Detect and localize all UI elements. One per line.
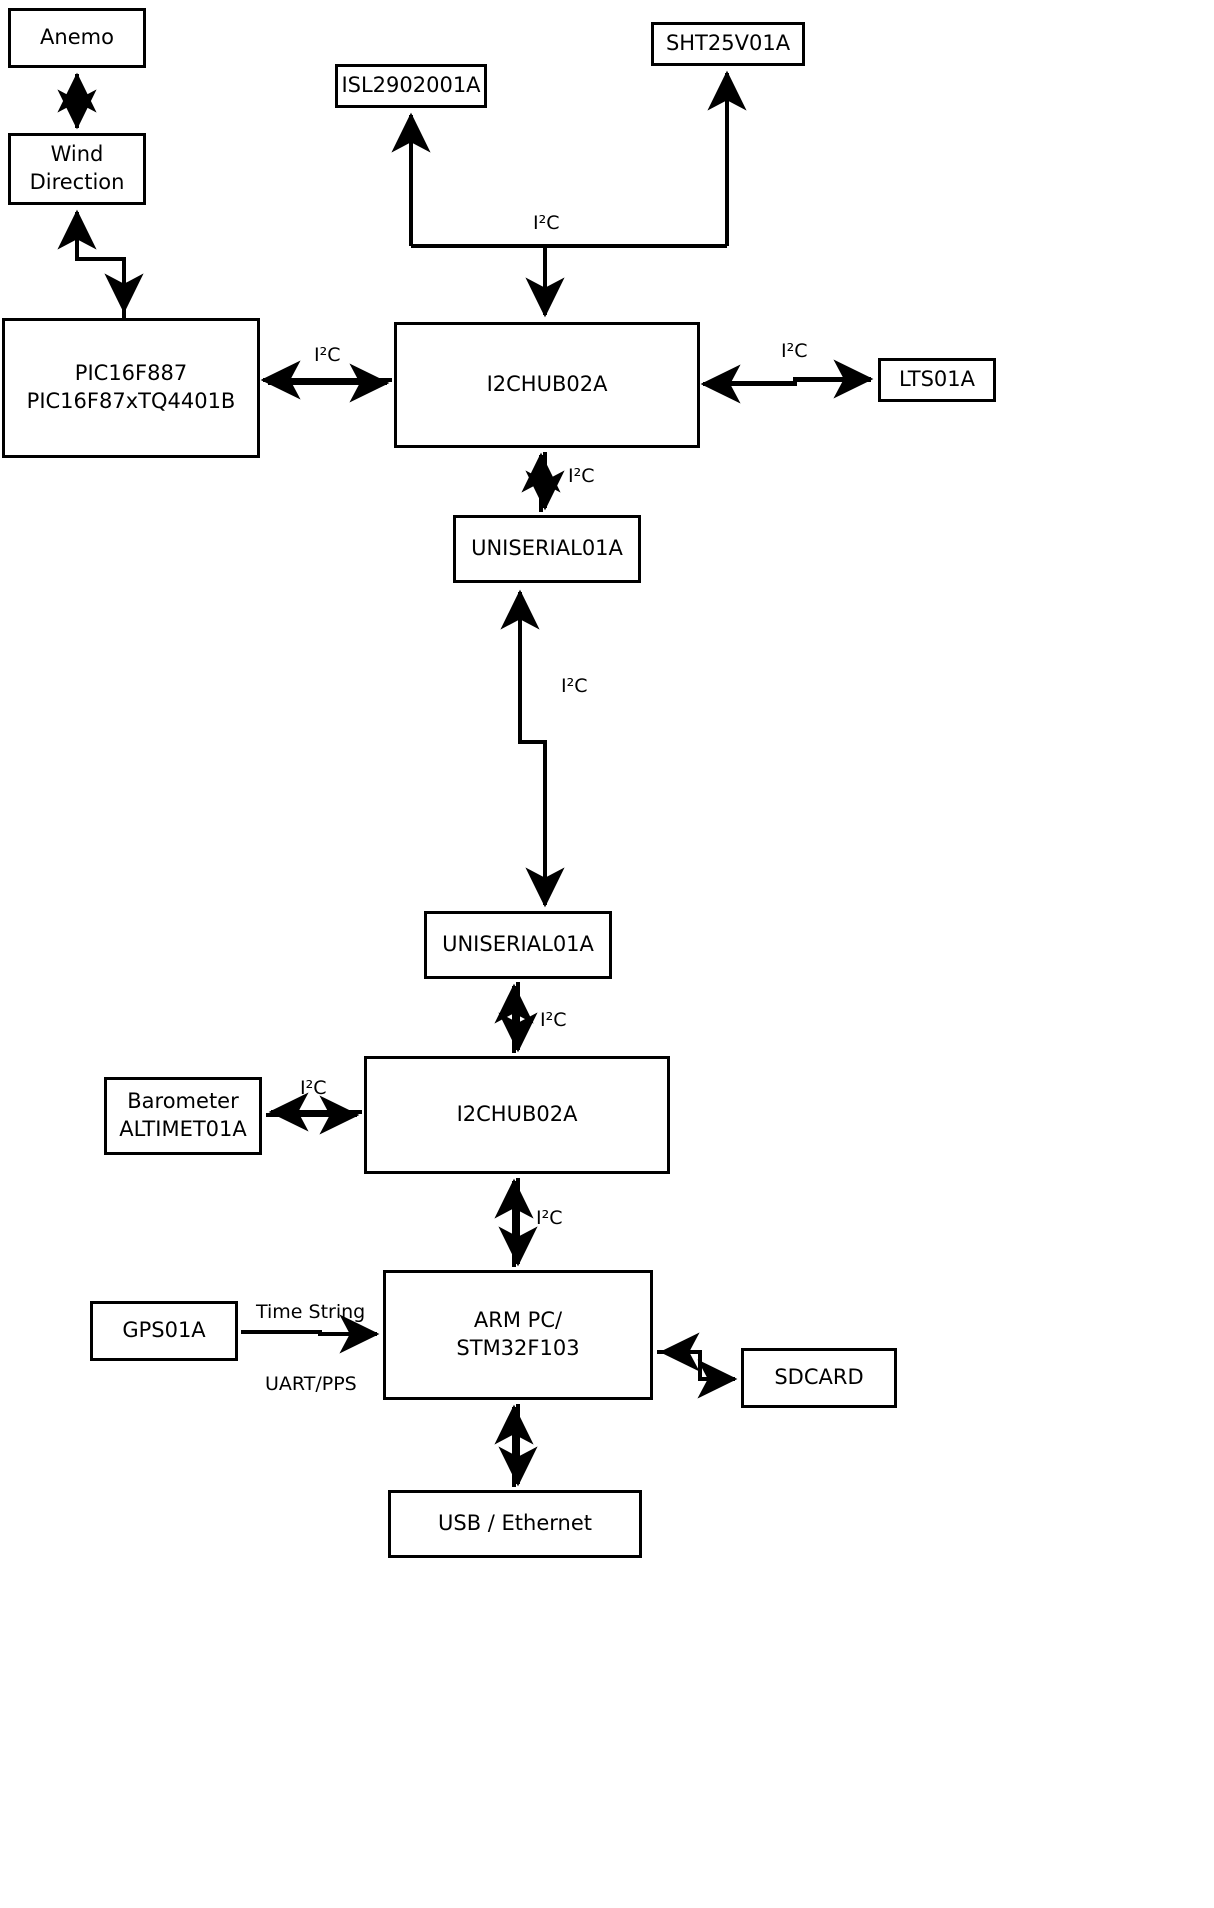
node-label: I2CHUB02A	[486, 372, 608, 397]
node-sdcard[interactable]: SDCARD	[741, 1348, 897, 1408]
node-label: USB / Ethernet	[438, 1511, 592, 1536]
edge-label-i2c-hub-lts: I²C	[781, 340, 808, 362]
node-wind-direction[interactable]: Wind Direction	[8, 133, 146, 205]
node-usb-ethernet[interactable]: USB / Ethernet	[388, 1490, 642, 1558]
node-label: GPS01A	[122, 1318, 206, 1343]
edge-label-text: I²C	[314, 344, 341, 366]
node-pic-microcontroller[interactable]: PIC16F887 PIC16F87xTQ4401B	[2, 318, 260, 458]
edge-label-text: Time String	[256, 1301, 366, 1323]
node-label: PIC16F887 PIC16F87xTQ4401B	[26, 361, 236, 413]
edge-label-time-string: Time String	[256, 1301, 365, 1323]
node-label: I2CHUB02A	[456, 1102, 578, 1127]
edge-label-text: UART/PPS	[265, 1373, 357, 1395]
wire-pic-to-winddir	[57, 209, 126, 318]
node-label: LTS01A	[898, 367, 976, 392]
edge-label-text: I²C	[533, 212, 560, 234]
node-anemo[interactable]: Anemo	[8, 8, 146, 68]
node-i2chub02a-top[interactable]: I2CHUB02A	[394, 322, 700, 448]
node-uniserial01a-top[interactable]: UNISERIAL01A	[453, 515, 641, 583]
edge-label-text: I²C	[300, 1077, 327, 1099]
edge-label-text: I²C	[568, 465, 595, 487]
edge-label-text: I²C	[781, 340, 808, 362]
node-barometer-altimet01a[interactable]: Barometer ALTIMET01A	[104, 1077, 262, 1155]
node-label: SHT25V01A	[665, 31, 791, 56]
wire-lts-to-hubtop	[700, 364, 871, 404]
node-label: ARM PC/ STM32F103	[456, 1308, 580, 1360]
wire-sdcard-to-armpc	[659, 1332, 735, 1381]
edge-label-i2c-baro-hub2: I²C	[300, 1077, 327, 1099]
wire-hubtop-to-lts	[707, 359, 874, 399]
node-gps01a[interactable]: GPS01A	[90, 1301, 238, 1361]
node-arm-pc-stm32f103[interactable]: ARM PC/ STM32F103	[383, 1270, 653, 1400]
edge-label-i2c-top-bus: I²C	[533, 212, 560, 234]
edge-label-i2c-hub2-armpc: I²C	[536, 1207, 563, 1229]
node-sht25v01a[interactable]: SHT25V01A	[651, 22, 805, 66]
node-label: Barometer ALTIMET01A	[119, 1089, 247, 1141]
edge-label-i2c-pic-hub: I²C	[314, 344, 341, 366]
edge-label-text: I²C	[540, 1009, 567, 1031]
node-label: Wind Direction	[29, 142, 125, 194]
wire-uniser-bot-to-uniser-top	[500, 589, 547, 800]
node-label: ISL2902001A	[341, 73, 481, 98]
edge-label-text: I²C	[536, 1207, 563, 1229]
wire-armpc-to-sdcard	[657, 1350, 738, 1399]
wire-uniser-top-to-uniser-bot	[518, 592, 565, 908]
node-uniserial01a-bottom[interactable]: UNISERIAL01A	[424, 911, 612, 979]
wire-gps-to-armpc	[241, 1314, 380, 1354]
edge-label-i2c-hub-uniserial: I²C	[568, 465, 595, 487]
node-isl2902001a[interactable]: ISL2902001A	[335, 64, 487, 108]
edge-label-i2c-uniserial-hub2: I²C	[540, 1009, 567, 1031]
node-lts01a[interactable]: LTS01A	[878, 358, 996, 402]
node-label: UNISERIAL01A	[442, 932, 594, 957]
node-i2chub02a-bottom[interactable]: I2CHUB02A	[364, 1056, 670, 1174]
edge-label-uart-pps: UART/PPS	[265, 1373, 357, 1395]
node-label: UNISERIAL01A	[471, 536, 623, 561]
node-label: SDCARD	[774, 1365, 864, 1390]
edge-label-text: I²C	[561, 675, 588, 697]
edge-label-i2c-uniserial-link: I²C	[561, 675, 588, 697]
wire-winddir-branch-to-pic	[75, 212, 144, 314]
node-label: Anemo	[40, 25, 114, 50]
